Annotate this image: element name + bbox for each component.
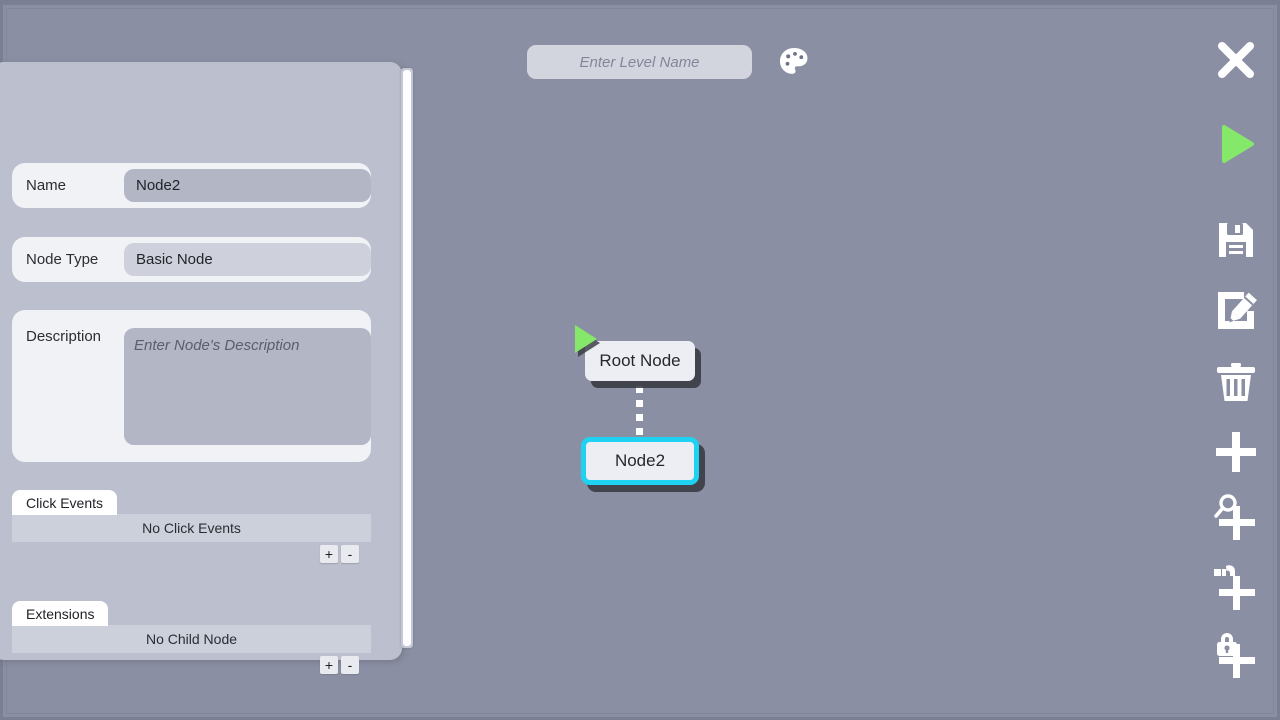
- click-add-icon[interactable]: [1208, 560, 1264, 616]
- graph-node-node2[interactable]: Node2: [581, 437, 699, 485]
- play-icon[interactable]: [1208, 116, 1264, 172]
- click-events-add-button[interactable]: +: [320, 545, 338, 563]
- palette-icon[interactable]: [776, 44, 812, 80]
- node-connector: [636, 386, 643, 436]
- click-events-section: Click Events No Click Events + -: [12, 490, 371, 563]
- description-label: Description: [26, 328, 102, 345]
- plus-icon[interactable]: [1208, 424, 1264, 480]
- click-events-buttons: + -: [12, 545, 371, 563]
- zoom-add-icon[interactable]: [1208, 490, 1264, 546]
- node-type-label: Node Type: [26, 251, 99, 268]
- right-toolbar: [1190, 0, 1280, 720]
- extensions-section: Extensions No Child Node + -: [12, 601, 371, 674]
- description-textarea[interactable]: [124, 328, 371, 445]
- graph-node-node2-label: Node2: [614, 451, 666, 470]
- click-events-remove-button[interactable]: -: [341, 545, 359, 563]
- trash-icon[interactable]: [1208, 355, 1264, 411]
- graph-node-root[interactable]: Root Node: [585, 341, 695, 381]
- extensions-tab[interactable]: Extensions: [12, 601, 109, 626]
- save-icon[interactable]: [1208, 212, 1264, 268]
- inspector-scrollbar-thumb[interactable]: [403, 70, 411, 646]
- start-node-play-icon[interactable]: [575, 325, 597, 353]
- extensions-remove-button[interactable]: -: [341, 656, 359, 674]
- graph-node-root-label: Root Node: [599, 351, 681, 370]
- name-label: Name: [26, 177, 67, 194]
- inspector-panel: Name Node Type Description Click Events …: [0, 62, 402, 674]
- inspector-scrollbar[interactable]: [401, 68, 413, 648]
- name-field-row: Name: [12, 163, 371, 208]
- description-field-row: Description: [12, 310, 371, 462]
- lock-add-icon[interactable]: [1208, 628, 1264, 684]
- click-events-list[interactable]: No Click Events: [12, 514, 371, 542]
- name-input[interactable]: [124, 169, 371, 202]
- extensions-add-button[interactable]: +: [320, 656, 338, 674]
- extensions-buttons: + -: [12, 656, 371, 674]
- click-events-tab[interactable]: Click Events: [12, 490, 118, 515]
- edit-icon[interactable]: [1208, 282, 1264, 338]
- level-name-input[interactable]: [527, 45, 752, 79]
- extensions-list[interactable]: No Child Node: [12, 625, 371, 653]
- node-type-field-row: Node Type: [12, 237, 371, 282]
- close-icon[interactable]: [1208, 32, 1264, 88]
- node-type-input[interactable]: [124, 243, 371, 276]
